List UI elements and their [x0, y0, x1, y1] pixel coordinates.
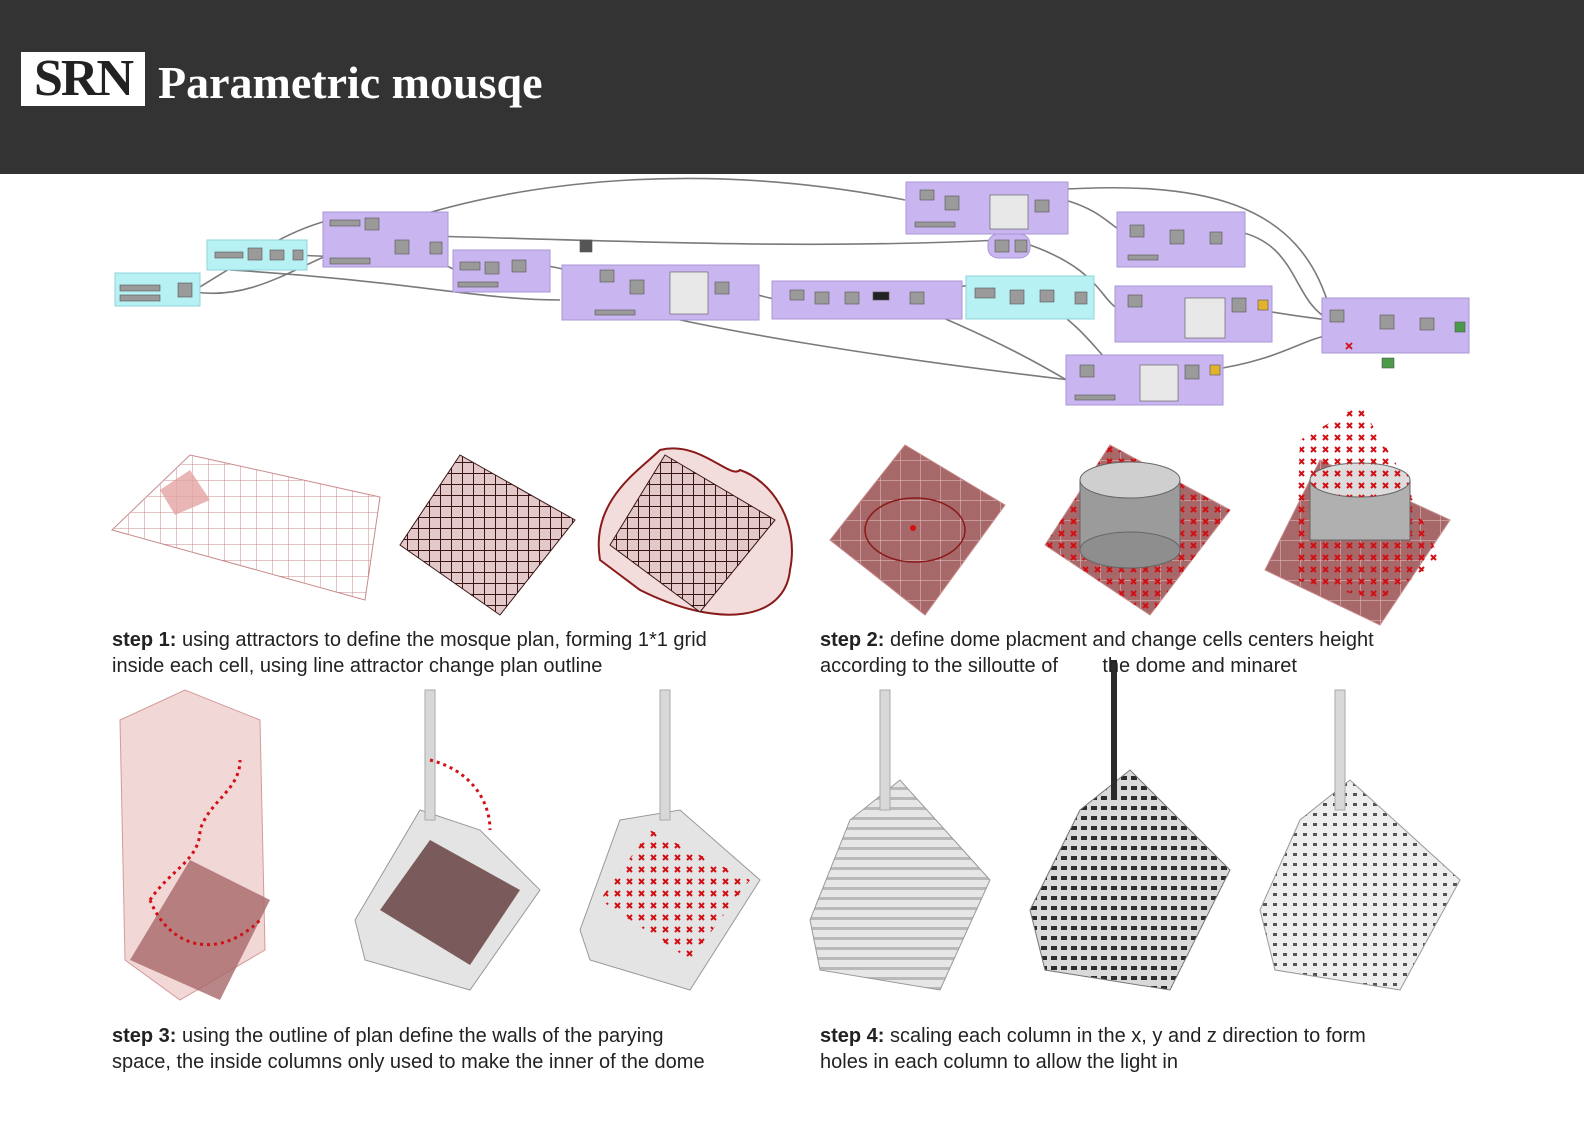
step2-caption: step 2: define dome placment and change … [820, 627, 1480, 679]
step1-line1: using attractors to define the mosque pl… [176, 629, 707, 651]
logo: SRN [21, 52, 145, 106]
step4-image-c [1259, 689, 1461, 991]
step1-image-b [399, 454, 576, 616]
step4-caption: step 4: scaling each column in the x, y … [820, 1023, 1480, 1075]
step3-line1: using the outline of plan define the wal… [176, 1025, 664, 1047]
step1-image-c [597, 447, 793, 616]
page-title: Parametric mousqe [158, 57, 543, 108]
step2-image-a [829, 444, 1006, 616]
step2-line2: according to the silloutte of the dome a… [820, 655, 1297, 677]
step3-image-b [354, 689, 541, 991]
graph-nodes [119, 189, 1466, 402]
step1-caption: step 1: using attractors to define the m… [112, 627, 802, 679]
step3-image-c [579, 689, 761, 991]
step2-label: step 2: [820, 629, 885, 651]
step3-label: step 3: [112, 1025, 177, 1047]
error-marker-icon [1345, 342, 1353, 350]
step4-line1: scaling each column in the x, y and z di… [884, 1025, 1366, 1047]
step4-line2: holes in each column to allow the light … [820, 1051, 1178, 1073]
step2-line1: define dome placment and change cells ce… [884, 629, 1374, 651]
step4-image-a [809, 689, 991, 991]
step1-line2: inside each cell, using line attractor c… [112, 655, 603, 677]
step1-image-a [111, 454, 381, 601]
step3-line2: space, the inside columns only used to m… [112, 1051, 705, 1073]
step3-image-a [119, 689, 270, 1001]
step4-label: step 4: [820, 1025, 885, 1047]
step3-caption: step 3: using the outline of plan define… [112, 1023, 812, 1075]
step2-image-b [1044, 444, 1231, 616]
graph-wires [194, 177, 1331, 386]
step1-label: step 1: [112, 629, 177, 651]
step2-image-c [1264, 405, 1451, 626]
header-bar: SRN Parametric mousqe [0, 0, 1584, 174]
step4-image-b [1029, 660, 1231, 991]
